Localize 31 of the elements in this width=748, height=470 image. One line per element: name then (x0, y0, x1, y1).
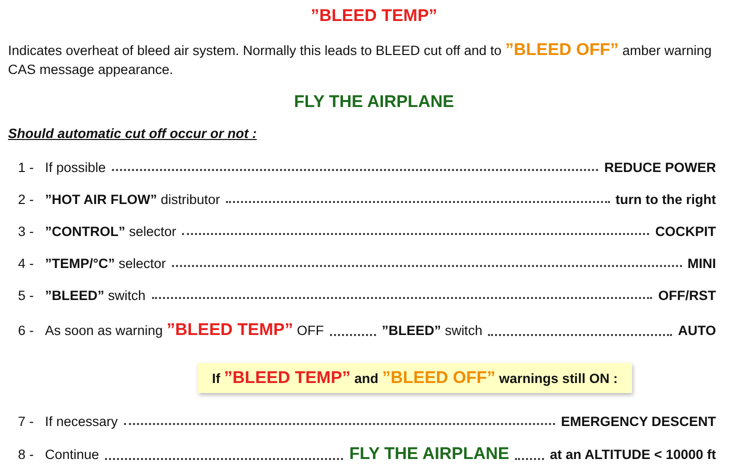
action-text: OFF/RST (658, 288, 716, 303)
step-number: 8 - (18, 447, 35, 462)
instruction-text: Continue (45, 447, 100, 462)
instruction-text: ”CONTROL” selector (45, 224, 176, 239)
instruction-text: ”HOT AIR FLOW” distributor (45, 192, 220, 207)
step-number: 6 - (18, 323, 35, 338)
step-number: 4 - (18, 256, 35, 271)
step-number: 3 - (18, 224, 35, 239)
instruction-text: FLY THE AIRPLANE (349, 444, 510, 464)
description-paragraph: Indicates overheat of bleed air system. Normally this leads to BLEED cut off and to ”BLEED OFF” amber warning CAS message appearance. (8, 40, 713, 79)
instruction-text: If necessary (45, 414, 118, 429)
section-heading: FLY THE AIRPLANE (293, 92, 455, 112)
condition-banner: If ”BLEED TEMP” and ”BLEED OFF” warnings still ON : (198, 363, 632, 393)
action-text: REDUCE POWER (604, 160, 716, 175)
action-text: at an ALTITUDE < 10000 ft (550, 447, 716, 462)
instruction-text: ”TEMP/°C” selector (45, 256, 166, 271)
action-text: AUTO (678, 323, 716, 338)
step-number: 1 - (18, 160, 35, 175)
action-text: COCKPIT (655, 224, 716, 239)
page-title: ”BLEED TEMP” (310, 6, 438, 26)
instruction-text: As soon as warning ”BLEED TEMP” OFF (45, 320, 324, 340)
step-number: 5 - (18, 288, 35, 303)
instruction-text: ”BLEED” switch (382, 323, 482, 338)
instruction-text: If possible (45, 160, 106, 175)
action-text: MINI (688, 256, 716, 271)
step-number: 2 - (18, 192, 35, 207)
action-text: EMERGENCY DESCENT (560, 414, 716, 429)
subheading: Should automatic cut off occur or not : (8, 126, 257, 141)
instruction-text: ”BLEED” switch (45, 288, 146, 303)
step-number: 7 - (18, 414, 35, 429)
action-text: turn to the right (616, 192, 716, 207)
